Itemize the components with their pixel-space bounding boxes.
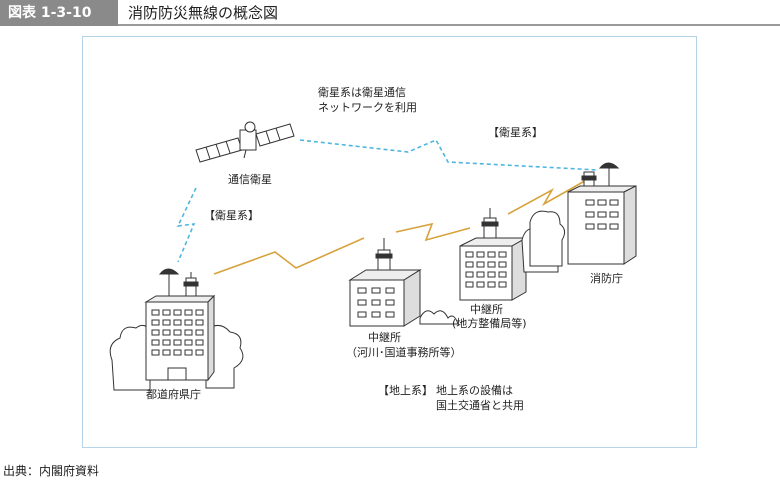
relay-regional-line2: (地方整備局等): [452, 317, 527, 330]
figure-title: 消防防災無線の概念図: [128, 4, 279, 22]
terrestrial-note-line2: 国土交通省と共用: [436, 399, 524, 412]
terrestrial-link-pref-river: [213, 237, 365, 275]
satellite-link-left: [176, 187, 197, 263]
prefecture-label: 都道府県庁: [146, 388, 201, 401]
figure-header: 図表 1-3-10 消防防災無線の概念図: [0, 0, 780, 26]
satellite-note-line1: 衛星系は衛星通信: [318, 86, 406, 99]
terrestrial-tag: 【地上系】: [378, 384, 433, 397]
terrestrial-note-line1: 地上系の設備は: [436, 384, 513, 397]
satellite-note-line2: ネットワークを利用: [318, 101, 417, 114]
prefecture-building: [109, 268, 244, 391]
terrestrial-link-regional-fire: [507, 177, 591, 215]
relay-regional-line1: 中継所: [470, 303, 503, 316]
satellite-link-right: [299, 138, 599, 171]
satellite-links: [176, 138, 599, 263]
relay-river-line1: 中継所: [368, 331, 401, 344]
sat-link-left-label: 【衛星系】: [204, 209, 259, 222]
sat-link-right-label: 【衛星系】: [488, 126, 543, 139]
header-rule: [118, 24, 780, 26]
satellite-icon: [195, 121, 295, 163]
fire-agency-building: [529, 162, 637, 267]
relay-river-line2: （河川･国道事務所等）: [346, 346, 462, 359]
figure-number: 図表 1-3-10: [0, 0, 118, 26]
source-note: 出典：内閣府資料: [3, 464, 100, 478]
terrestrial-link-river-regional: [395, 222, 471, 242]
terrestrial-links: [213, 177, 591, 275]
satellite-label: 通信衛星: [228, 173, 272, 186]
fire-agency-label: 消防庁: [590, 272, 623, 285]
relay-station-river: [348, 238, 459, 327]
